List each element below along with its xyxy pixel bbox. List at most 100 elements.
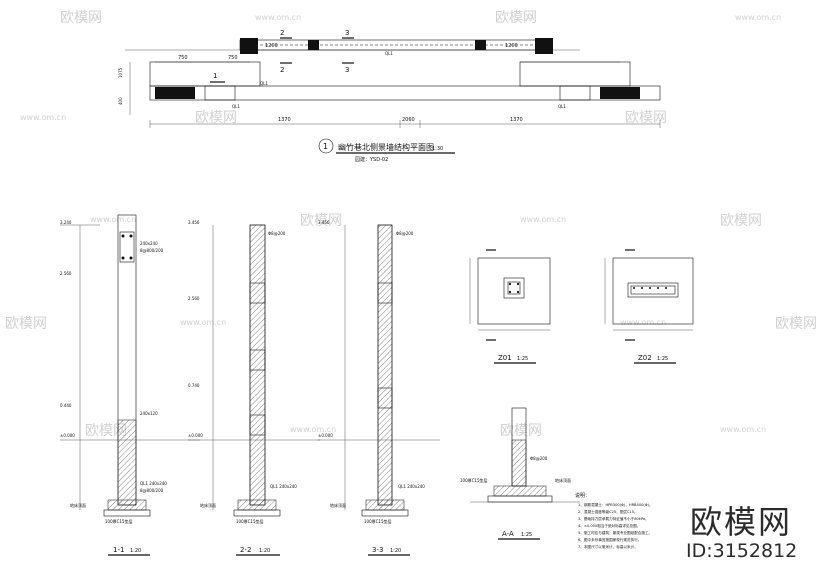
note-line: 2、混凝土强度等级C25，垫层C15。 (578, 509, 638, 514)
detail-scale: 1:25 (517, 356, 528, 362)
annot-beam: QL1 240x240 (398, 484, 425, 489)
detail-title: Z01 (498, 354, 512, 362)
section-scale: 1:25 (521, 532, 532, 538)
plan-scale: 1:30 (432, 146, 443, 152)
section-mark: 3 (345, 29, 349, 37)
elevation: 0.740 (188, 383, 200, 388)
section-title: 2-2 (240, 546, 251, 554)
watermark-url: www.om.cn (735, 13, 781, 22)
note-line: 5、施工时应与建筑、景观专业图纸配合施工。 (578, 530, 652, 535)
foundation-label: 100厚C15垫层 (105, 518, 133, 524)
section-scale: 1:20 (390, 548, 401, 554)
watermark-url: www.om.cn (720, 425, 766, 434)
section-scale: 1:20 (259, 548, 270, 554)
plan-title: 幽竹巷北侧景墙结构平面图 (338, 142, 434, 152)
section-2-2: 3.456 2.560 0.740 ±0.000 Φ8@200 QL1 240x… (188, 220, 320, 556)
elevation: 2.560 (60, 271, 72, 276)
plan-view: 750 750 1200 1200 1 2 2 3 3 QL1 QL1 QL (118, 29, 661, 163)
watermark-brand: 欧模网 (300, 213, 342, 229)
section-3-3: 3.456 ±0.000 Φ8@200 QL1 240x240 地床顶面 100… (318, 220, 440, 556)
section-mark: 2 (280, 29, 284, 37)
watermark-brand: 欧模网 (495, 10, 537, 26)
beam-label: QL1 (385, 51, 393, 56)
section-title: A-A (502, 530, 514, 538)
detail-scale: 1:25 (657, 356, 668, 362)
elevation: 3.456 (188, 220, 200, 225)
section-mark: 1 (213, 72, 217, 80)
annot-rebar: Φ8@200 (530, 456, 548, 461)
note-line: 6、图中未尽事宜按国家现行规范执行。 (578, 537, 641, 542)
watermark-url: www.om.cn (290, 425, 336, 434)
watermark-brand: 欧模网 (625, 110, 667, 126)
foundation-label: 100厚C15垫层 (460, 477, 488, 483)
section-mark: 2 (280, 66, 284, 74)
watermark-url: www.om.cn (20, 113, 66, 122)
elevation: ±0.000 (318, 433, 333, 438)
watermark-layer: 欧模网 www.om.cn 欧模网 www.om.cn www.om.cn 欧模… (5, 10, 817, 439)
elevation: 0.440 (60, 403, 72, 408)
watermark-url: www.om.cn (620, 318, 666, 327)
plan-dim-bottom: 1370 (278, 117, 291, 123)
watermark-brand: 欧模网 (500, 423, 542, 439)
plan-dim-left: 400 (118, 97, 123, 105)
note-line: 4、±0.000相当于绝对标高详见总图。 (578, 523, 640, 528)
watermark-brand: 欧模网 (60, 10, 102, 26)
brand-id-label: ID:3152812 (686, 540, 798, 562)
beam-label: QL1 (232, 104, 240, 109)
annot-beam: QL1 240x240 (270, 484, 297, 489)
base-label: 地床顶面 (555, 477, 571, 483)
beam-label: QL1 (260, 81, 268, 86)
annot-rebar: Φ8@200 (396, 231, 414, 236)
watermark-brand: 欧模网 (775, 316, 817, 332)
beam-label: QL1 (558, 104, 566, 109)
plan-dim-bottom: 2060 (402, 117, 415, 123)
base-label: 地床顶面 (330, 502, 346, 508)
plan-dim-top: 1200 (265, 43, 278, 49)
elevation: 3.456 (318, 220, 330, 225)
brand-watermark-panel (660, 500, 824, 582)
section-title: 3-3 (372, 546, 383, 554)
section-a-a: 100厚C15垫层 地床顶面 Φ8@200 A-A 1:25 (460, 407, 580, 540)
plan-dim-bottom: 1370 (510, 117, 523, 123)
foundation-label: 100厚C15垫层 (364, 518, 392, 524)
watermark-url: www.om.cn (90, 215, 136, 224)
elevation: ±0.000 (60, 433, 75, 438)
plan-ref: 园建：YSD-02 (355, 156, 388, 163)
watermark-url: www.om.cn (255, 13, 301, 22)
watermark-brand: 欧模网 (720, 213, 762, 229)
plan-dim-top: 750 (228, 55, 238, 61)
notes-heading: 说明： (575, 492, 590, 499)
watermark-brand: 欧模网 (195, 110, 237, 126)
detail-z01: Z01 1:25 (469, 249, 551, 364)
annot-rebar: Φ8@200 (268, 231, 286, 236)
note-line: 3、基础持力层承载力特征值不小于80kPa。 (578, 516, 649, 521)
detail-title: Z02 (638, 354, 652, 362)
annot-rebar: 8@800/200 (140, 488, 164, 493)
watermark-url: www.om.cn (180, 318, 226, 327)
section-title: 1-1 (113, 546, 124, 554)
annot-column: 240x240 (140, 241, 158, 246)
watermark-url: www.om.cn (520, 215, 566, 224)
watermark-brand: 欧模网 (5, 316, 47, 332)
elevation: 3.240 (60, 220, 72, 225)
notes-block: 说明： 1、钢筋混凝土：HPB300(Φ)，HRB400(Φ)。 2、混凝土强度… (575, 492, 653, 549)
foundation-label: 100厚C15垫层 (236, 518, 264, 524)
note-line: 7、本图尺寸以毫米计，标高以米计。 (578, 544, 638, 549)
section-1-1: 3.240 2.560 0.440 ±0.000 240x240 8@800/2… (60, 214, 200, 556)
note-line: 1、钢筋混凝土：HPB300(Φ)，HRB400(Φ)。 (578, 502, 653, 507)
watermark-brand: 欧模网 (85, 423, 127, 439)
elevation: ±0.000 (188, 433, 203, 438)
detail-z02: Z02 1:25 (604, 249, 694, 364)
brand-logo-text: 欧模网 (690, 503, 793, 541)
base-label: 地床顶面 (200, 502, 216, 508)
plan-dim-top: 1200 (505, 43, 518, 49)
elevation: 2.560 (188, 296, 200, 301)
annot-beam: 240x120 (140, 411, 158, 416)
plan-dim-top: 750 (178, 55, 188, 61)
base-label: 地床顶面 (70, 502, 86, 508)
section-mark: 3 (345, 66, 349, 74)
section-scale: 1:20 (130, 548, 141, 554)
annot-beam: QL1 240x240 (140, 481, 167, 486)
annot-rebar: 8@800/200 (140, 248, 164, 253)
